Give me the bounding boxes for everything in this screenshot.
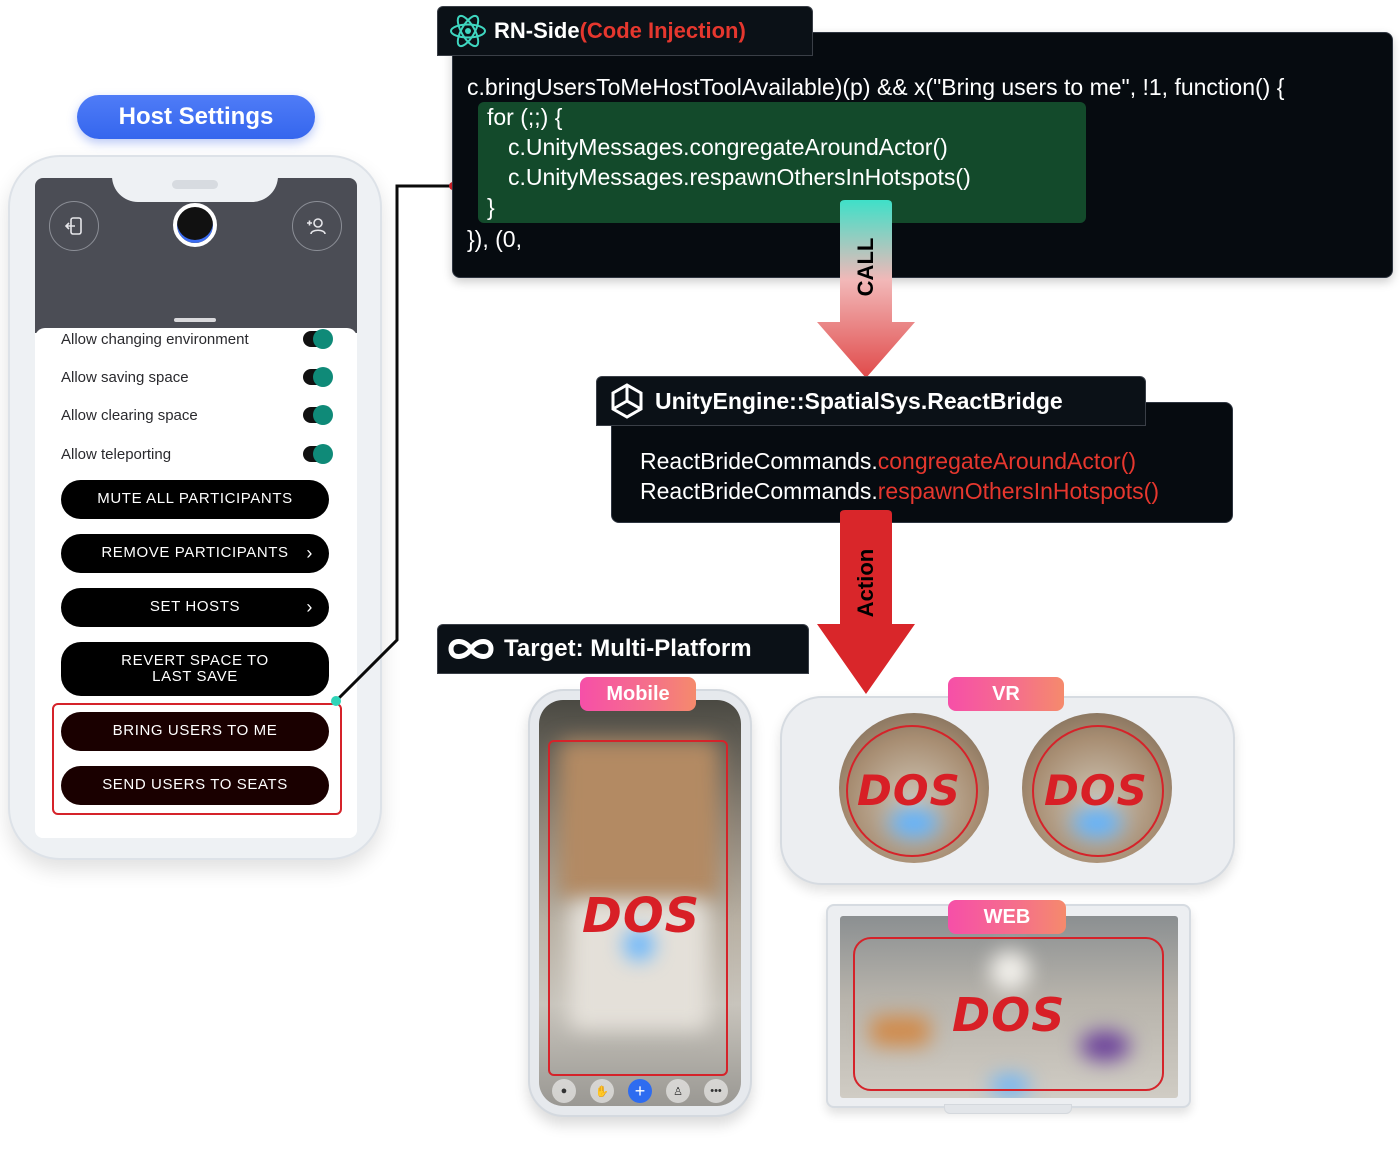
toggle-label: Allow changing environment — [61, 330, 249, 348]
rn-side-subtitle: (Code Injection) — [579, 18, 746, 43]
mobile-label: Mobile — [580, 677, 696, 711]
revert-space-button[interactable]: REVERT SPACE TO LAST SAVE — [61, 642, 329, 696]
mobile-screen — [539, 700, 741, 1106]
vr-label: VR — [948, 677, 1064, 711]
add-person-icon-glyph — [307, 218, 326, 235]
toggle-row-clearing: Allow clearing space — [61, 403, 333, 427]
button-label: SEND USERS TO SEATS — [102, 776, 288, 794]
target-tab: Target: Multi-Platform — [437, 624, 809, 674]
command-method: congregateAroundActor() — [877, 448, 1137, 474]
toggle-row-environment: Allow changing environment — [61, 327, 333, 351]
unity-command-line: ReactBrideCommands.respawnOthersInHotspo… — [640, 478, 1159, 505]
code-line: }), (0, — [467, 226, 522, 252]
sheet-handle[interactable] — [174, 318, 216, 322]
command-prefix: ReactBrideCommands. — [640, 448, 878, 474]
notch-speaker — [172, 180, 218, 189]
more-icon[interactable]: ••• — [704, 1079, 728, 1103]
button-label: BRING USERS TO ME — [112, 722, 278, 740]
remove-participants-button[interactable]: REMOVE PARTICIPANTS › — [61, 534, 329, 573]
toggle-label: Allow saving space — [61, 368, 189, 386]
toggle-row-teleporting: Allow teleporting — [61, 442, 333, 466]
blurred-avatar — [990, 1076, 1030, 1096]
dos-label-vr-right: DOS — [1044, 766, 1148, 815]
code-line: c.UnityMessages.congregateAroundActor() — [508, 134, 948, 160]
mic-icon[interactable]: ● — [552, 1079, 576, 1103]
exit-icon-glyph — [64, 217, 82, 235]
code-line: c.UnityMessages.respawnOthersInHotspots(… — [508, 164, 971, 190]
toggle-label: Allow teleporting — [61, 445, 172, 463]
avatar[interactable] — [173, 203, 217, 247]
unity-icon — [611, 383, 643, 419]
blurred-scene — [569, 900, 709, 1030]
host-settings-title: Host Settings — [77, 95, 315, 139]
plus-icon[interactable]: + — [628, 1079, 652, 1103]
web-stand — [944, 1104, 1072, 1114]
blurred-object — [1080, 1031, 1130, 1061]
rn-side-tab: RN-Side (Code Injection) — [437, 6, 813, 56]
command-prefix: ReactBrideCommands. — [640, 478, 878, 504]
command-method: respawnOthersInHotspots() — [877, 478, 1159, 504]
code-highlight — [478, 102, 1086, 223]
mobile-dos-frame — [548, 740, 728, 1076]
dos-label-mobile: DOS — [582, 888, 701, 944]
code-line: for (;;) { — [487, 104, 563, 130]
wave-icon[interactable]: ✋ — [590, 1079, 614, 1103]
send-users-to-seats-button[interactable]: SEND USERS TO SEATS — [61, 766, 329, 805]
add-person-icon[interactable] — [292, 201, 342, 251]
toggle-label: Allow clearing space — [61, 406, 198, 424]
dos-label-web: DOS — [952, 988, 1066, 1042]
chevron-right-icon: › — [306, 596, 313, 617]
toggle-switch[interactable] — [303, 405, 333, 425]
blurred-scene — [559, 740, 719, 900]
call-label: CALL — [853, 237, 878, 297]
toggle-switch[interactable] — [303, 329, 333, 349]
toggle-row-saving: Allow saving space — [61, 365, 333, 389]
blurred-light — [990, 951, 1030, 991]
call-arrow — [817, 200, 915, 378]
unity-command-line: ReactBrideCommands.congregateAroundActor… — [640, 448, 1136, 475]
web-label: WEB — [948, 900, 1066, 934]
action-label: Action — [853, 548, 878, 618]
mute-all-button[interactable]: MUTE ALL PARTICIPANTS — [61, 480, 329, 519]
bring-users-button[interactable]: BRING USERS TO ME — [61, 712, 329, 751]
web-dos-frame — [853, 937, 1164, 1091]
button-label: REVERT SPACE TO LAST SAVE — [121, 651, 269, 685]
toggle-switch[interactable] — [303, 367, 333, 387]
code-line: c.bringUsersToMeHostToolAvailable)(p) &&… — [467, 74, 1285, 100]
infinity-icon — [448, 639, 494, 659]
vr-right-ring — [1032, 725, 1164, 857]
button-label: MUTE ALL PARTICIPANTS — [97, 490, 293, 508]
react-icon — [450, 14, 486, 48]
rn-side-title: RN-Side — [494, 18, 580, 43]
vr-left-ring — [846, 725, 978, 857]
dos-label-vr-left: DOS — [857, 766, 961, 815]
mobile-toolbar: ● ✋ + ♙ ••• — [545, 1076, 735, 1106]
exit-icon[interactable] — [49, 201, 99, 251]
walk-icon[interactable]: ♙ — [666, 1079, 690, 1103]
chevron-right-icon: › — [306, 542, 313, 563]
code-line: } — [487, 194, 495, 220]
target-title: Target: Multi-Platform — [504, 635, 752, 662]
button-label: SET HOSTS — [149, 598, 241, 616]
action-arrow — [817, 510, 915, 694]
set-hosts-button[interactable]: SET HOSTS › — [61, 588, 329, 627]
unity-title: UnityEngine::SpatialSys.ReactBridge — [655, 387, 1063, 414]
unity-tab: UnityEngine::SpatialSys.ReactBridge — [596, 376, 1146, 426]
web-screen — [840, 916, 1178, 1098]
toggle-switch[interactable] — [303, 444, 333, 464]
blurred-avatar — [624, 930, 654, 960]
highlight-box — [52, 703, 342, 815]
blurred-object — [870, 1016, 930, 1046]
button-label: REMOVE PARTICIPANTS — [101, 544, 289, 562]
